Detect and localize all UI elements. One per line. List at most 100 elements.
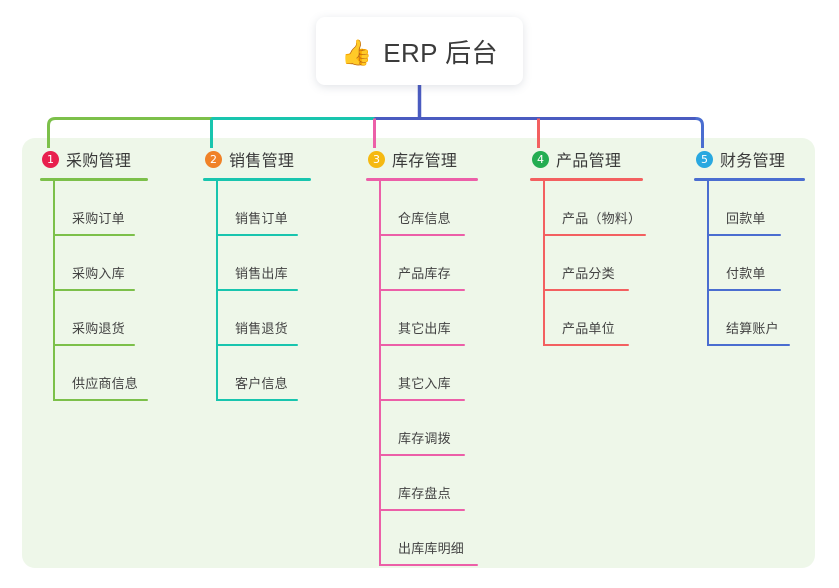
branch-item-underline	[379, 289, 465, 291]
branch-item[interactable]: 采购退货	[40, 291, 148, 346]
branch-column-3: 3 库存管理仓库信息产品库存其它出库其它入库库存调拨库存盘点出库库明细	[366, 146, 478, 566]
branch-underline	[694, 178, 805, 181]
branch-item[interactable]: 库存调拨	[366, 401, 478, 456]
branch-item[interactable]: 销售出库	[203, 236, 311, 291]
branch-item-underline	[53, 234, 135, 236]
branch-item[interactable]: 其它出库	[366, 291, 478, 346]
branch-item-label: 仓库信息	[398, 211, 451, 226]
branch-header-3[interactable]: 3 库存管理	[366, 146, 478, 172]
branch-column-4: 4 产品管理产品（物料） 产品分类产品单位	[530, 146, 646, 346]
branch-underline	[40, 178, 148, 181]
branch-item[interactable]: 付款单	[694, 236, 805, 291]
branch-item-underline	[543, 344, 629, 346]
branch-item-list: 仓库信息产品库存其它出库其它入库库存调拨库存盘点出库库明细	[366, 181, 478, 566]
branch-item[interactable]: 结算账户	[694, 291, 805, 346]
branch-item-list: 回款单付款单结算账户	[694, 181, 805, 346]
branch-item-label: 采购入库	[72, 266, 125, 281]
branch-item[interactable]: 回款单	[694, 181, 805, 236]
branch-column-5: 5 财务管理回款单付款单结算账户	[694, 146, 805, 346]
branch-underline	[203, 178, 311, 181]
branch-item-underline	[543, 234, 646, 236]
branch-item[interactable]: 产品单位	[530, 291, 643, 346]
branch-number-badge: 4	[532, 150, 549, 168]
branch-item[interactable]: 产品分类	[530, 236, 643, 291]
branch-item-underline	[216, 234, 298, 236]
branch-title: 产品管理	[556, 153, 622, 170]
root-title: ERP 后台	[383, 37, 498, 68]
branch-item-label: 销售退货	[235, 321, 288, 336]
branch-item[interactable]: 采购订单	[40, 181, 148, 236]
branch-item-label: 结算账户	[726, 321, 779, 336]
branch-item-underline	[543, 289, 629, 291]
branch-item-underline	[379, 234, 465, 236]
branch-title: 销售管理	[229, 153, 295, 170]
branch-item[interactable]: 产品库存	[366, 236, 478, 291]
branch-item-underline	[53, 344, 135, 346]
branch-item-label: 其它入库	[398, 376, 451, 391]
branch-header-2[interactable]: 2 销售管理	[203, 146, 311, 172]
branch-item-label: 采购退货	[72, 321, 125, 336]
branch-title: 财务管理	[720, 153, 786, 170]
branch-item-list: 销售订单销售出库销售退货客户信息	[203, 181, 311, 401]
branch-item-label: 其它出库	[398, 321, 451, 336]
branch-item-label: 产品（物料）	[562, 211, 642, 226]
branch-item-label: 客户信息	[235, 376, 288, 391]
branch-underline	[530, 178, 643, 181]
branch-spine	[216, 181, 218, 401]
branch-item-label: 采购订单	[72, 211, 125, 226]
branch-item[interactable]: 其它入库	[366, 346, 478, 401]
branch-item[interactable]: 出库库明细	[366, 511, 478, 566]
branch-item[interactable]: 采购入库	[40, 236, 148, 291]
branch-item-label: 库存盘点	[398, 486, 451, 501]
branch-item-underline	[379, 564, 478, 566]
branch-item-underline	[216, 399, 298, 401]
branch-item-label: 库存调拨	[398, 431, 451, 446]
branch-item-label: 出库库明细	[398, 541, 465, 556]
branch-item-underline	[379, 509, 465, 511]
branch-item[interactable]: 产品（物料）	[530, 181, 646, 236]
root-node[interactable]: 👍 ERP 后台	[316, 17, 523, 85]
branch-header-1[interactable]: 1 采购管理	[40, 146, 148, 172]
branch-number-badge: 5	[696, 150, 713, 168]
branch-number-badge: 1	[42, 150, 59, 168]
branch-title: 采购管理	[66, 153, 132, 170]
branch-spine	[379, 181, 381, 566]
branch-item[interactable]: 供应商信息	[40, 346, 148, 401]
branch-item-list: 产品（物料） 产品分类产品单位	[530, 181, 646, 346]
branch-item[interactable]: 仓库信息	[366, 181, 478, 236]
branch-item-underline	[379, 399, 465, 401]
branch-item[interactable]: 销售订单	[203, 181, 311, 236]
branch-item-underline	[379, 454, 465, 456]
branch-column-2: 2 销售管理销售订单销售出库销售退货客户信息	[203, 146, 311, 401]
branch-column-1: 1 采购管理采购订单采购入库采购退货供应商信息	[40, 146, 148, 401]
thumbs-up-icon: 👍	[341, 37, 373, 67]
branch-item-label: 销售订单	[235, 211, 288, 226]
branch-spine	[543, 181, 545, 346]
branch-item-label: 回款单	[726, 211, 766, 226]
branch-item-label: 供应商信息	[72, 376, 139, 391]
branch-header-5[interactable]: 5 财务管理	[694, 146, 805, 172]
branch-item-label: 产品库存	[398, 266, 451, 281]
branch-item-label: 产品单位	[562, 321, 615, 336]
branch-item[interactable]: 销售退货	[203, 291, 311, 346]
branch-header-4[interactable]: 4 产品管理	[530, 146, 643, 172]
branch-item-label: 产品分类	[562, 266, 615, 281]
diagram-panel	[22, 138, 815, 568]
branch-item-underline	[707, 344, 790, 346]
branch-number-badge: 3	[368, 150, 385, 168]
branch-item-underline	[707, 234, 781, 236]
branch-item[interactable]: 客户信息	[203, 346, 311, 401]
branch-item[interactable]: 库存盘点	[366, 456, 478, 511]
branch-title: 库存管理	[392, 153, 458, 170]
branch-item-underline	[216, 344, 298, 346]
branch-item-label: 付款单	[726, 266, 766, 281]
branch-item-label: 销售出库	[235, 266, 288, 281]
branch-item-underline	[53, 289, 135, 291]
branch-item-list: 采购订单采购入库采购退货供应商信息	[40, 181, 148, 401]
branch-item-underline	[53, 399, 148, 401]
branch-number-badge: 2	[205, 150, 222, 168]
branch-spine	[707, 181, 709, 346]
branch-item-underline	[379, 344, 465, 346]
branch-item-underline	[707, 289, 781, 291]
